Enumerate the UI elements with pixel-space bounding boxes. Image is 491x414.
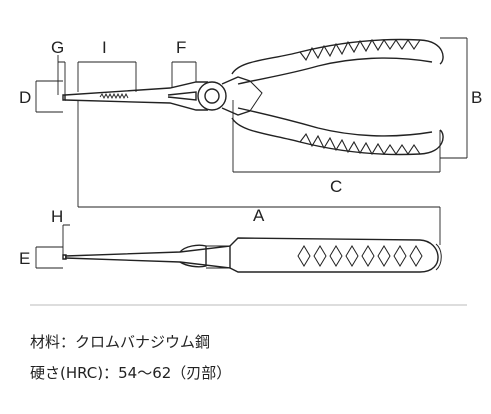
label-g: G (51, 38, 64, 57)
pliers-top-view (62, 38, 444, 156)
neck-lower (221, 107, 251, 116)
label-f: F (176, 38, 186, 57)
handle-lower-outer (231, 117, 444, 156)
jaw-upper (64, 81, 208, 96)
pivot-inner (204, 88, 220, 104)
side-handle (229, 237, 439, 273)
grip-teeth-upper (299, 38, 421, 62)
pivot-outer (197, 81, 227, 111)
handle-upper-outer (231, 38, 444, 75)
dim-h (62, 224, 70, 255)
side-tip (62, 254, 67, 260)
label-e: E (19, 249, 30, 268)
neck-upper (221, 76, 251, 85)
handle-spring (249, 80, 263, 112)
jaw-lower (64, 99, 208, 111)
jaw-tip (62, 94, 66, 101)
label-b: B (471, 88, 482, 107)
spec-hardness: 硬さ(HRC)：54〜62（刃部） (30, 364, 232, 382)
side-handle-end (435, 243, 442, 271)
label-i: I (102, 38, 107, 57)
label-a: A (253, 206, 265, 225)
spec-material: 材料：クロムバナジウム鋼 (30, 333, 211, 351)
label-c: C (330, 177, 342, 196)
grip-teeth-lower (299, 132, 421, 156)
dimension-lines-side (35, 224, 70, 269)
handle-upper-inner (237, 57, 433, 85)
dimension-lines-top (35, 37, 468, 245)
dim-b (440, 37, 468, 159)
dim-c (232, 100, 441, 173)
side-jaw (64, 245, 231, 269)
cutter-edge (167, 91, 197, 101)
label-d: D (19, 88, 31, 107)
label-h: H (51, 207, 63, 226)
pliers-side-view (62, 237, 442, 273)
dim-e (35, 246, 63, 269)
dim-g (57, 55, 66, 95)
side-joint-box (206, 245, 231, 269)
dim-i (77, 61, 137, 92)
dim-f (171, 61, 197, 88)
handle-lower-inner (237, 107, 433, 137)
grip-diamond-pattern (297, 245, 423, 267)
jaw-serration (99, 92, 129, 100)
dim-a (77, 100, 441, 245)
side-joint (179, 244, 207, 268)
dim-d (35, 80, 63, 113)
